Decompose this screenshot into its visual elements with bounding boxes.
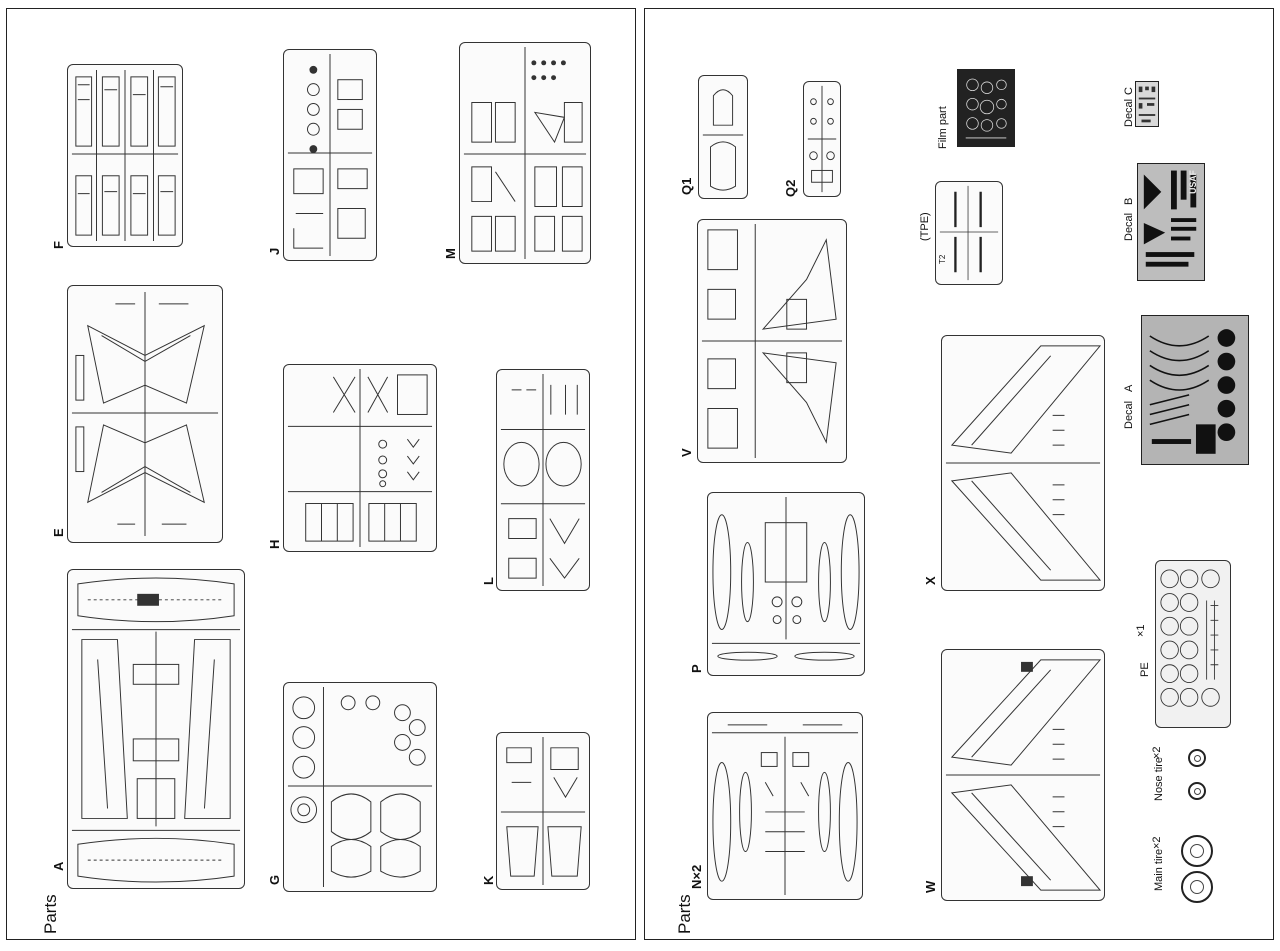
sprue-q2 [803, 81, 841, 197]
main-tire-qty: ×2 [1151, 836, 1163, 849]
left-parts-title: Parts [41, 894, 60, 934]
left-parts-page: F E [6, 8, 636, 940]
sprue-label-l: L [481, 577, 496, 585]
film-part-sheet [957, 69, 1015, 147]
nose-tire-qty: ×2 [1151, 746, 1163, 759]
sprue-label-n: N×2 [689, 864, 704, 889]
nose-tire-2 [1188, 782, 1206, 800]
sprue-label-a: A [51, 861, 66, 871]
sprue-l [496, 369, 590, 591]
decal-a-letter: A [1123, 384, 1135, 392]
decal-a-sheet [1141, 315, 1249, 465]
sprue-e [67, 285, 223, 543]
sprue-a [67, 569, 245, 889]
nose-tire-label: Nose tire [1153, 756, 1165, 801]
sprue-label-v: V [679, 448, 694, 457]
decal-a-label: Decal [1123, 400, 1135, 429]
sprue-h [283, 364, 437, 552]
decal-b-usaf: USAF [1188, 170, 1198, 194]
sprue-label-p: P [689, 664, 704, 673]
pe-fret [1155, 560, 1231, 728]
decal-c-label: Decal [1123, 98, 1135, 127]
right-parts-page: Q1 Q2 Film part [644, 8, 1274, 940]
sprue-m [459, 42, 591, 264]
nose-tire-1 [1188, 749, 1206, 767]
sprue-label-q1: Q1 [679, 177, 694, 195]
sprue-p [707, 492, 865, 676]
sprue-j [283, 49, 377, 261]
sprue-label-e: E [51, 528, 66, 537]
decal-b-sheet: USAF [1137, 163, 1205, 281]
decal-b-label: Decal [1123, 212, 1135, 241]
sprue-g [283, 682, 437, 892]
right-parts-title: Parts [675, 894, 694, 934]
sprue-label-tpe: (TPE) [919, 212, 931, 241]
main-tire-label: Main tire [1153, 848, 1165, 891]
sprue-q1 [698, 75, 748, 199]
sprue-label-k: K [481, 875, 496, 885]
main-tire-2 [1181, 871, 1213, 903]
sprue-v [697, 219, 847, 463]
sprue-label-m: M [443, 248, 458, 259]
sprue-f [67, 64, 183, 247]
sprue-label-q2: Q2 [783, 179, 798, 197]
pe-qty: ×1 [1135, 624, 1147, 637]
sprue-n [707, 712, 863, 900]
sprue-w [941, 649, 1105, 901]
pe-label: PE [1139, 662, 1151, 677]
decal-b-letter: B [1123, 197, 1135, 205]
sprue-label-x: X [923, 576, 938, 585]
sprue-label-h: H [267, 539, 282, 549]
decal-c-letter: C [1123, 87, 1135, 95]
sprue-label-g: G [267, 874, 282, 885]
sprue-x [941, 335, 1105, 591]
sprue-k [496, 732, 590, 890]
sprue-label-f: F [51, 241, 66, 249]
film-part-label: Film part [937, 106, 949, 149]
main-tire-1 [1181, 835, 1213, 867]
decal-c-sheet [1135, 81, 1159, 127]
sprue-label-w: W [923, 880, 938, 893]
t2-label: T2 [938, 254, 947, 264]
tpe-sheet: T2 [935, 181, 1003, 285]
sprue-label-j: J [267, 247, 282, 255]
